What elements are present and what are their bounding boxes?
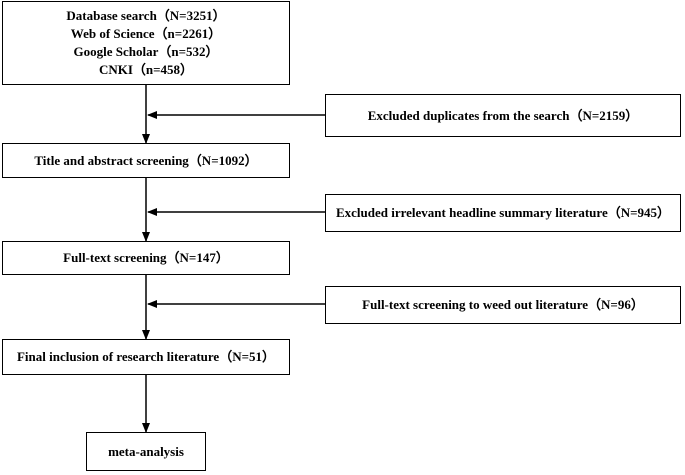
full-text-weed-out-text: Full-text screening to weed out literatu… <box>362 297 644 312</box>
web-of-science-line: Web of Science（n=2261） <box>70 26 222 41</box>
title-abstract-screening-text: Title and abstract screening（N=1092） <box>34 152 258 168</box>
full-text-weed-out-box: Full-text screening to weed out literatu… <box>325 286 681 324</box>
full-text-screening-box: Full-text screening（N=147） <box>2 241 290 275</box>
excluded-irrelevant-text: Excluded irrelevant headline summary lit… <box>335 205 671 220</box>
final-inclusion-text: Final inclusion of research literature（N… <box>16 349 275 364</box>
title-abstract-screening-box: Title and abstract screening（N=1092） <box>2 143 290 178</box>
full-text-screening-text: Full-text screening（N=147） <box>63 250 229 265</box>
excluded-duplicates-box: Excluded duplicates from the search（N=21… <box>325 94 681 137</box>
excluded-irrelevant-box: Excluded irrelevant headline summary lit… <box>325 194 681 232</box>
database-search-line: Database search（N=3251） <box>66 8 226 23</box>
database-search-box: Database search（N=3251） Web of Science（n… <box>2 1 290 85</box>
excluded-duplicates-text: Excluded duplicates from the search（N=21… <box>367 107 639 123</box>
meta-analysis-text: meta-analysis <box>108 443 184 459</box>
cnki-line: CNKI（n=458） <box>98 62 194 77</box>
final-inclusion-box: Final inclusion of research literature（N… <box>2 339 290 375</box>
meta-analysis-box: meta-analysis <box>86 432 206 471</box>
google-scholar-line: Google Scholar（n=532） <box>73 44 219 59</box>
